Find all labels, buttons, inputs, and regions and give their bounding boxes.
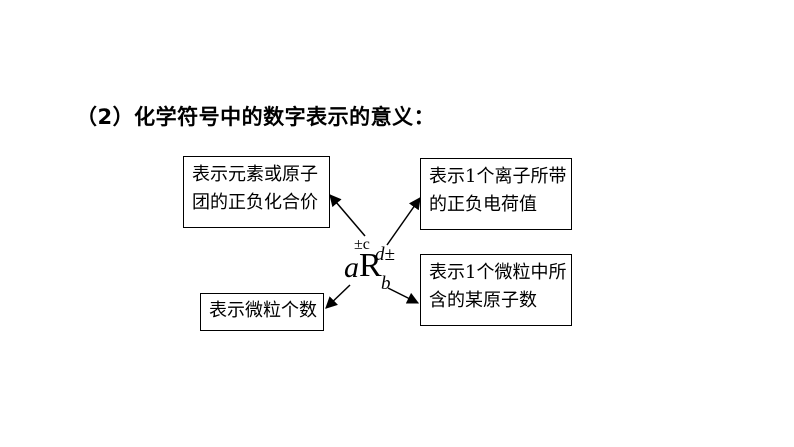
arrow-to-valence-box [329, 194, 366, 237]
charge-superscript: d± [375, 244, 395, 265]
arrow-to-atom-count-box [387, 287, 420, 304]
atom-count-meaning-box: 表示1个微粒中所 含的某原子数 [420, 254, 572, 326]
valence-meaning-line1: 表示元素或原子 [192, 164, 318, 185]
coefficient-symbol: a [344, 251, 359, 284]
atom-count-meaning-line1: 表示1个微粒中所 [429, 262, 567, 283]
element-symbol: R [359, 247, 382, 284]
valence-meaning-box: 表示元素或原子 团的正负化合价 [183, 156, 330, 228]
charge-meaning-line1: 表示1个离子所带 [429, 166, 567, 187]
charge-meaning-box: 表示1个离子所带 的正负电荷值 [420, 158, 572, 230]
arrow-to-particle-count-box [325, 284, 351, 309]
valence-superscript: ±c [354, 236, 370, 253]
charge-meaning-line2: 的正负电荷值 [429, 194, 537, 215]
atom-count-meaning-line2: 含的某原子数 [429, 290, 537, 311]
section-heading: （2）化学符号中的数字表示的意义： [76, 105, 436, 129]
particle-count-meaning-box: 表示微粒个数 [200, 293, 324, 331]
arrow-to-charge-box [386, 197, 421, 246]
valence-meaning-line2: 团的正负化合价 [192, 192, 318, 213]
subscript-symbol: b [381, 273, 391, 294]
particle-count-meaning-line1: 表示微粒个数 [209, 300, 317, 321]
